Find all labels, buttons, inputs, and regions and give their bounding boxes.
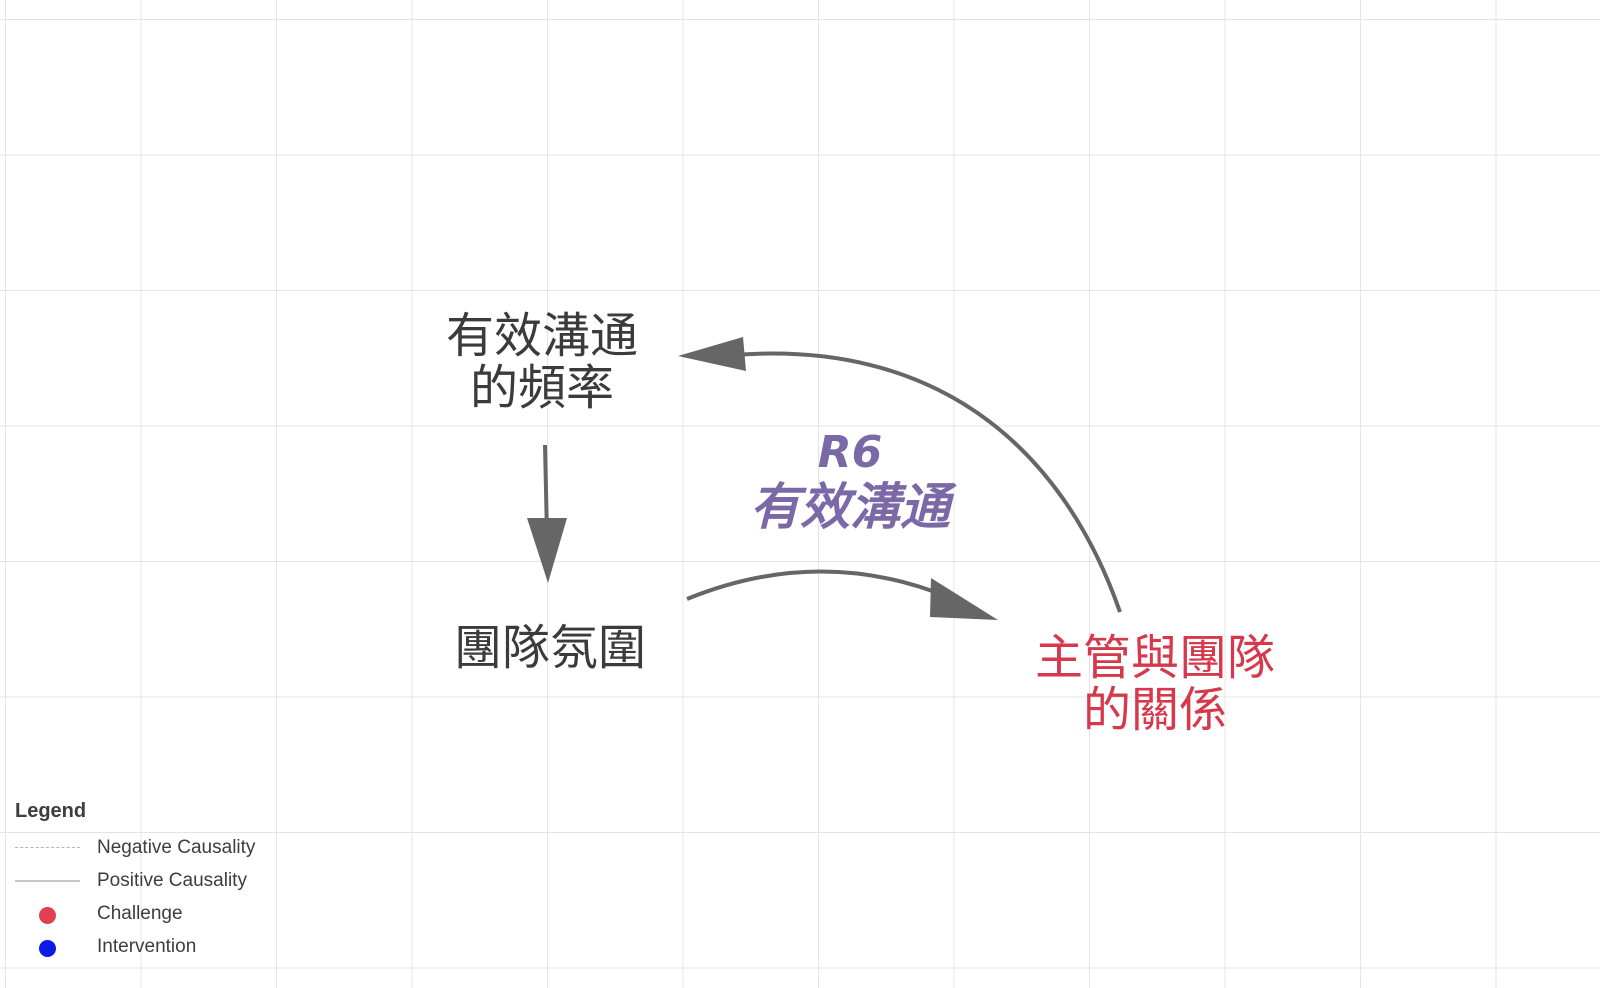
node-manager-team-relation-line1: 主管與團隊 (1034, 630, 1275, 686)
legend-item-label: Challenge (97, 903, 183, 924)
node-communication-frequency[interactable]: 有效溝通 的頻率 (412, 310, 672, 414)
node-manager-team-relation-line2: 的關係 (1082, 682, 1227, 738)
loop-id: R6 (817, 427, 883, 478)
node-manager-team-relation[interactable]: 主管與團隊 的關係 (1005, 632, 1305, 736)
legend-item-label: Positive Causality (97, 870, 247, 891)
legend: Legend Negative Causality Positive Causa… (15, 800, 285, 970)
arrowhead-relation (930, 578, 998, 620)
blue-dot-icon (15, 940, 80, 957)
legend-item-label: Negative Causality (97, 837, 256, 858)
red-dot-icon (15, 907, 80, 924)
node-communication-frequency-line1: 有效溝通 (445, 308, 638, 364)
solid-line-icon (15, 874, 80, 888)
legend-item-challenge: Challenge (15, 899, 285, 929)
legend-item-positive-causality: Positive Causality (15, 866, 285, 896)
node-communication-frequency-line2: 的頻率 (469, 360, 614, 416)
loop-name: 有效溝通 (750, 478, 950, 536)
arrowhead-freq (678, 337, 746, 371)
node-team-atmosphere-label: 團隊氛圍 (453, 620, 646, 676)
legend-item-intervention: Intervention (15, 932, 285, 962)
dashed-line-icon (15, 841, 80, 855)
link-atmosphere-to-relation[interactable] (686, 569, 949, 601)
node-team-atmosphere[interactable]: 團隊氛圍 (420, 622, 680, 674)
legend-title: Legend (15, 800, 87, 822)
arrowhead-atmosphere (527, 518, 567, 583)
legend-item-label: Intervention (97, 936, 197, 957)
legend-item-negative-causality: Negative Causality (15, 833, 285, 863)
link-relation-to-freq[interactable] (734, 351, 1122, 613)
loop-label[interactable]: R6 有效溝通 (700, 427, 1000, 537)
